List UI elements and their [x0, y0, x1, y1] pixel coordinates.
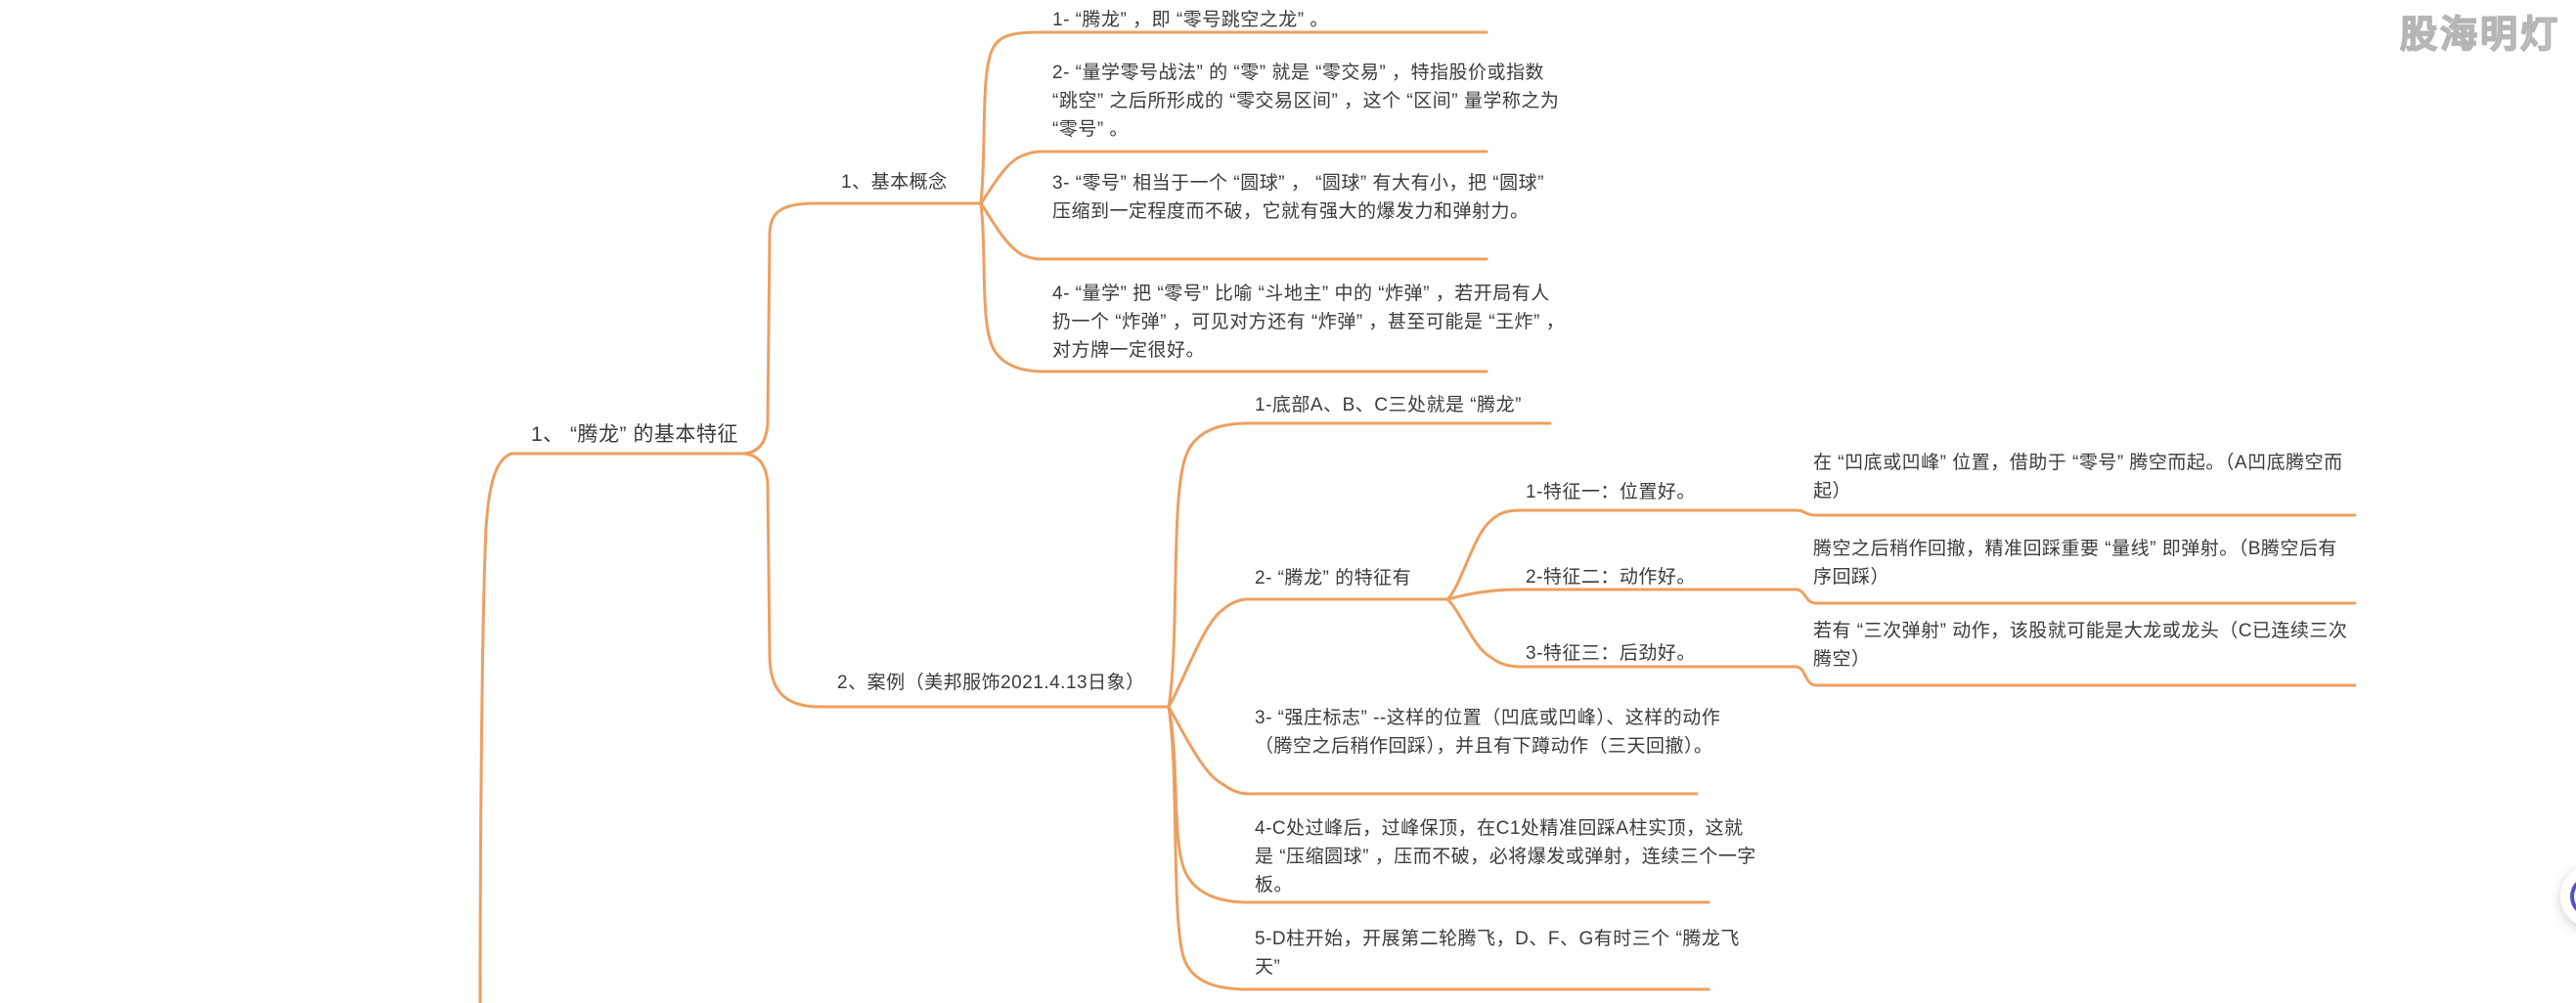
connector-topic1-item2 [979, 150, 1488, 205]
connector-feature3-row [1445, 597, 2357, 687]
case-item-5[interactable]: 5-D柱开始，开展第二轮腾飞，D、F、G有时三个 “腾龙飞天” [1255, 929, 1740, 978]
connector-topic2-item5 [1167, 705, 1710, 991]
topic-case-study[interactable]: 2、案例（美邦服饰2021.4.13日象） [837, 673, 1145, 693]
connector-topic1-item4 [979, 201, 1488, 373]
feature-2-label[interactable]: 2-特征二：动作好。 [1526, 567, 1696, 588]
feature-2-detail[interactable]: 腾空之后稍作回撤，精准回踩重要 “量线” 即弹射。（B腾空后有序回踩） [1813, 539, 2337, 588]
case-item-2-features[interactable]: 2- “腾龙” 的特征有 [1255, 568, 1412, 589]
connector-topic2-item2 [1167, 597, 1449, 709]
case-item-1[interactable]: 1-底部A、B、C三处就是 “腾龙” [1255, 395, 1522, 415]
case-item-4[interactable]: 4-C处过峰后，过峰保顶，在C1处精准回踩A柱实顶，这就是 “压缩圆球” ，压而… [1255, 818, 1756, 895]
connector-root-to-topic1 [510, 201, 983, 456]
case-item-3[interactable]: 3- “强庄标志” --这样的位置（凹底或凹峰）、这样的动作（腾空之后稍作回踩）… [1255, 708, 1721, 757]
connector-topic1-item1 [979, 30, 1488, 205]
root-topic[interactable]: 1、 “腾龙” 的基本特征 [531, 423, 738, 446]
connector-feature2-row [1445, 588, 2357, 605]
concept-item-1[interactable]: 1- “腾龙” ，即 “零号跳空之龙” 。 [1052, 10, 1329, 30]
concept-item-3[interactable]: 3- “零号” 相当于一个 “圆球” ， “圆球” 有大有小，把 “圆球” 压缩… [1052, 173, 1544, 222]
feature-3-label[interactable]: 3-特征三：后劲好。 [1526, 643, 1696, 664]
topic-basic-concepts[interactable]: 1、基本概念 [841, 172, 948, 193]
connector-topic1-item3 [979, 201, 1488, 261]
feature-1-detail[interactable]: 在 “凹底或凹峰” 位置，借助于 “零号” 腾空而起。（A凹底腾空而起） [1813, 453, 2343, 502]
connector-topic2-item3 [1167, 705, 1699, 796]
feature-1-label[interactable]: 1-特征一：位置好。 [1526, 482, 1696, 502]
connector-feature1-row [1445, 508, 2357, 601]
concept-item-4[interactable]: 4- “量学” 把 “零号” 比喻 “斗地主” 中的 “炸弹” ，若开局有人扔一… [1052, 283, 1566, 361]
circle-ring-icon [2570, 875, 2576, 918]
watermark-logo: 股海明灯 [2399, 14, 2560, 57]
connector-root-descender [478, 452, 513, 1003]
connector-topic2-item1 [1167, 421, 1552, 709]
floating-action-button[interactable] [2560, 865, 2576, 928]
feature-3-detail[interactable]: 若有 “三次弹射” 动作，该股就可能是大龙或龙头（C已连续三次腾空） [1813, 621, 2348, 670]
connector-root-to-topic2 [739, 452, 1171, 709]
concept-item-2[interactable]: 2- “量学零号战法” 的 “零” 就是 “零交易” ，特指股价或指数 “跳空”… [1052, 63, 1560, 140]
